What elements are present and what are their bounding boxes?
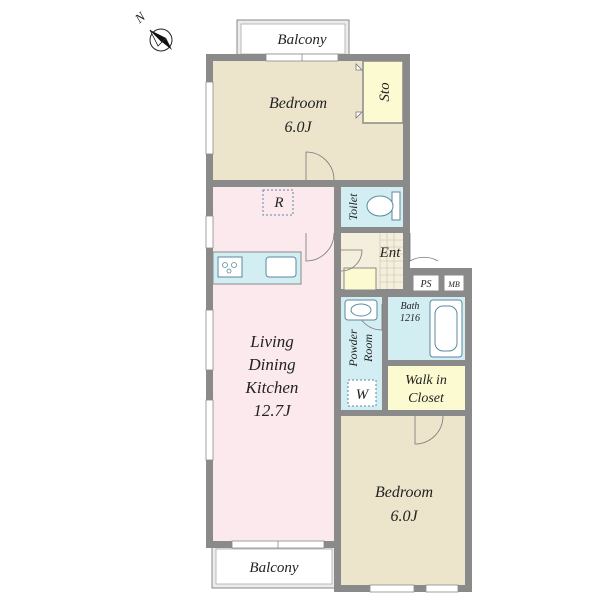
balcony-top-label: Balcony <box>277 32 326 48</box>
toilet-fixture <box>366 191 401 221</box>
room-ldk <box>213 187 334 541</box>
refrigerator-space <box>262 189 294 216</box>
refrigerator-label: R <box>273 195 283 211</box>
balcony-bottom: Balcony <box>211 544 337 589</box>
walk-in-line1: Walk in <box>405 373 447 388</box>
bedroom-bottom-name: Bedroom <box>375 484 433 501</box>
powder-label-line1: Powder <box>346 329 360 368</box>
washer-space <box>347 379 377 407</box>
storage-label: Sto <box>377 82 393 102</box>
walk-in-line2: Closet <box>408 391 445 406</box>
bedroom-top-size: 6.0J <box>284 119 312 136</box>
ldk-line2: Dining <box>247 355 295 374</box>
room-bedroom-bottom <box>341 416 465 585</box>
room-ps <box>412 274 440 292</box>
washer-label: W <box>356 387 370 403</box>
compass-north-label: N <box>131 8 149 27</box>
mb-label: MB <box>447 280 460 289</box>
room-walk-in-closet <box>388 366 465 410</box>
room-shoe-cabinet <box>343 267 377 291</box>
ldk-line3: Kitchen <box>245 378 299 397</box>
powder-label-line2: Room <box>361 334 375 363</box>
ldk-size: 12.7J <box>253 401 292 420</box>
entrance-label: Ent <box>379 245 402 261</box>
ldk-line1: Living <box>249 332 293 351</box>
room-mb <box>443 274 465 292</box>
labels: Bedroom 6.0J Sto R Living Dining Kitchen… <box>245 82 460 525</box>
toilet-label: Toilet <box>346 193 360 221</box>
balcony-bottom-label: Balcony <box>249 560 298 576</box>
washbasin <box>344 299 378 321</box>
bathtub <box>429 299 463 358</box>
balcony-top: Balcony <box>236 19 350 59</box>
bath-size: 1216 <box>400 313 420 324</box>
windows <box>205 53 459 593</box>
ps-label: PS <box>419 279 431 290</box>
doors <box>305 63 444 445</box>
bedroom-top-name: Bedroom <box>269 95 327 112</box>
compass-arrow-icon <box>149 28 173 52</box>
room-storage <box>362 60 404 124</box>
bath-label: Bath <box>401 301 420 312</box>
bedroom-bottom-size: 6.0J <box>390 508 418 525</box>
compass: N <box>131 8 173 52</box>
kitchen-counter <box>212 251 302 285</box>
